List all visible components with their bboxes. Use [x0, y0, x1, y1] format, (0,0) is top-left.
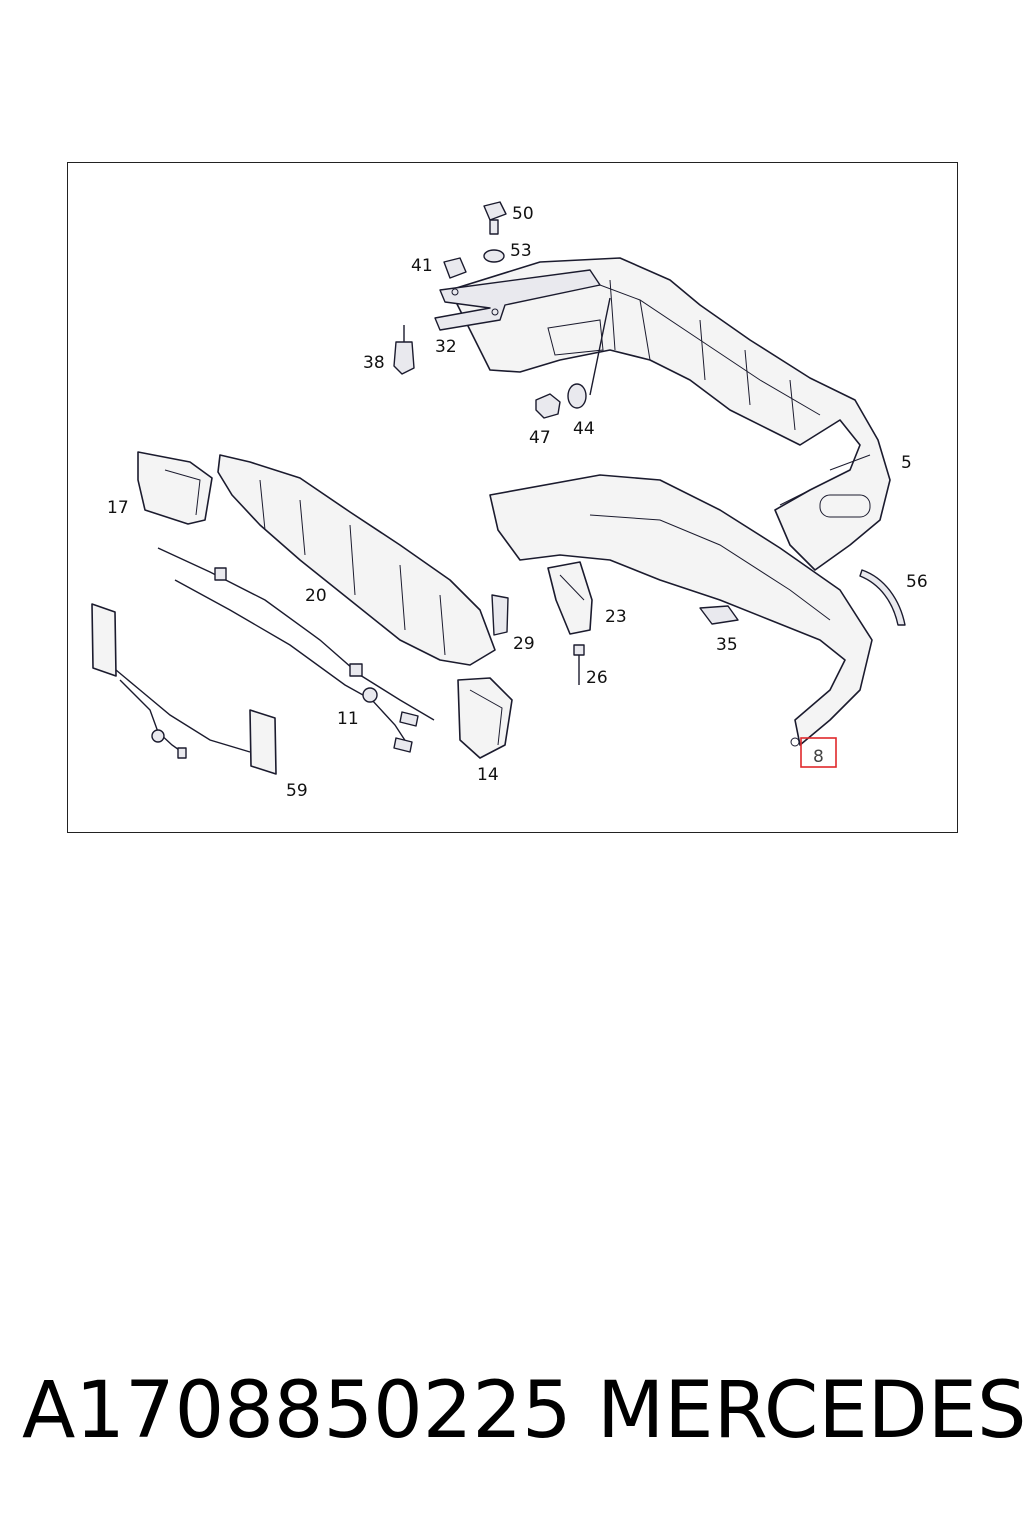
callout-35: 35 [716, 635, 738, 655]
callout-47: 47 [529, 428, 551, 448]
bolt-part-50[interactable] [483, 201, 507, 235]
callout-59: 59 [286, 781, 308, 801]
trim-strip-part-35[interactable] [699, 605, 739, 625]
lower-bumper-trim-part-8[interactable] [489, 474, 873, 747]
callout-38: 38 [363, 353, 385, 373]
callout-17: 17 [107, 498, 129, 518]
impact-absorber-part-20[interactable] [217, 454, 496, 666]
callout-8[interactable]: 8 [813, 747, 824, 767]
callout-50: 50 [512, 204, 534, 224]
part-number: A1708850225 [22, 1366, 572, 1456]
support-bracket-part-23[interactable] [547, 561, 593, 635]
callout-41: 41 [411, 256, 433, 276]
mounting-bracket-part-32[interactable] [434, 269, 601, 331]
diagram-frame [67, 162, 958, 833]
callout-5: 5 [901, 453, 912, 473]
washer-part-44[interactable] [567, 297, 611, 409]
pin-part-26[interactable] [573, 644, 585, 685]
clip-part-29[interactable] [491, 594, 509, 636]
callout-32: 32 [435, 337, 457, 357]
corner-absorber-part-14[interactable] [457, 677, 513, 759]
callout-56: 56 [906, 572, 928, 592]
washer-part-53[interactable] [483, 249, 505, 263]
callout-53: 53 [510, 241, 532, 261]
callout-26: 26 [586, 668, 608, 688]
clip-nut-part-41[interactable] [443, 257, 467, 279]
callout-11: 11 [337, 709, 359, 729]
screw-part-38[interactable] [393, 325, 415, 375]
callout-29: 29 [513, 634, 535, 654]
brand-name: MERCEDES [597, 1366, 1024, 1456]
wiring-harness-part-11[interactable] [157, 547, 435, 753]
callout-44: 44 [573, 419, 595, 439]
highlight-box [800, 737, 837, 768]
nut-part-47[interactable] [535, 393, 561, 419]
side-bracket-part-17[interactable] [137, 451, 213, 525]
sensor-harness-part-59[interactable] [91, 603, 277, 775]
callout-20: 20 [305, 586, 327, 606]
callout-23: 23 [605, 607, 627, 627]
seal-strip-part-56[interactable] [859, 569, 906, 626]
callout-14: 14 [477, 765, 499, 785]
bumper-cover-part-5[interactable] [449, 257, 891, 571]
